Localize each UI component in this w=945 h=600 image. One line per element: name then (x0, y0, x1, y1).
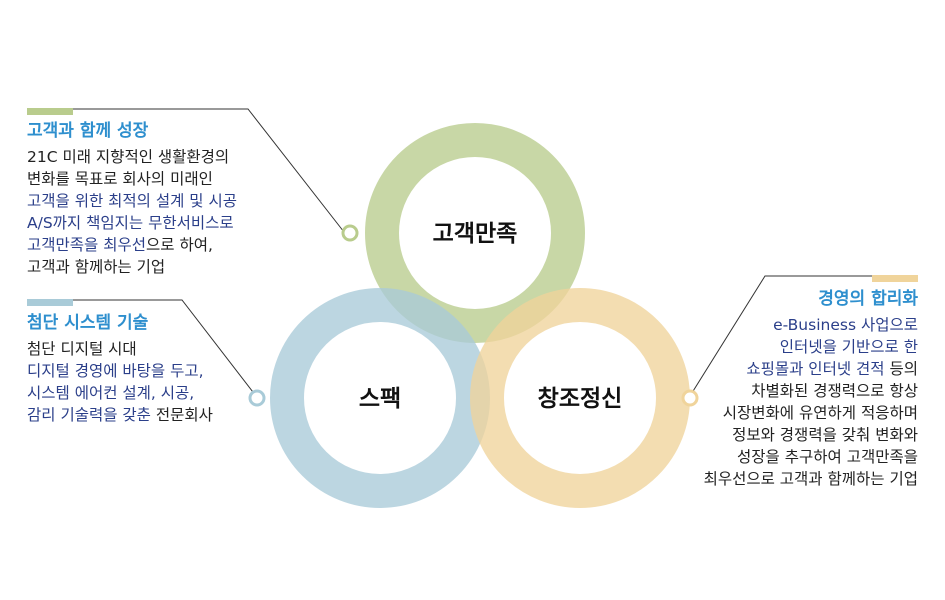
block-line: 변화를 목표로 회사의 미래인 (27, 168, 237, 190)
line-segment: 디지털 경영에 바탕을 두고, (27, 362, 204, 380)
line-segment: 시장변화에 유연하게 적응하며 (722, 404, 918, 422)
line-segment: 쇼핑몰과 인터넷 견적 (746, 360, 890, 378)
block-line: 감리 기술력을 갖춘 전문회사 (27, 404, 213, 426)
line-segment: 전문회사 (155, 406, 213, 424)
block-line: 차별화된 경쟁력으로 항상 (704, 380, 918, 402)
block-line: A/S까지 책임지는 무한서비스로 (27, 212, 237, 234)
line-segment: 최우선으로 고객과 함께하는 기업 (703, 470, 918, 488)
block-line: 고객을 위한 최적의 설계 및 시공 (27, 190, 237, 212)
block-line: 정보와 경쟁력을 갖춰 변화와 (704, 424, 918, 446)
block-line: 21C 미래 지향적인 생활환경의 (27, 146, 237, 168)
line-segment: 등의 (889, 360, 918, 378)
connector-right (689, 275, 918, 397)
circle-label-top: 고객만족 (433, 221, 518, 247)
line-segment: 변화를 목표로 회사의 미래인 (27, 170, 213, 188)
rings-group (270, 123, 690, 508)
block-line: e-Business 사업으로 (704, 314, 918, 336)
line-segment: 인터넷을 기반으로 한 (779, 338, 918, 356)
accent-bar-right (872, 275, 918, 282)
circle-right-ring (470, 288, 690, 508)
circle-top-ring (365, 123, 585, 343)
block-line: 시장변화에 유연하게 적응하며 (704, 402, 918, 424)
block-title: 첨단 시스템 기술 (27, 313, 149, 333)
node-right (681, 389, 699, 407)
block-line: 고객과 함께하는 기업 (27, 256, 237, 278)
circle-label-left: 스팩 (359, 386, 401, 412)
line-segment: 정보와 경쟁력을 갖춰 변화와 (732, 426, 918, 444)
block-line: 디지털 경영에 바탕을 두고, (27, 360, 213, 382)
line-segment: A/S까지 책임지는 무한서비스로 (27, 214, 234, 232)
line-segment: 차별화된 경쟁력으로 항상 (751, 382, 918, 400)
connector-left-bottom (27, 299, 257, 397)
block-line: 인터넷을 기반으로 한 (704, 336, 918, 358)
block-line: 최우선으로 고객과 함께하는 기업 (704, 468, 918, 490)
accent-bar-left-top (27, 108, 73, 115)
block-line: 쇼핑몰과 인터넷 견적 등의 (704, 358, 918, 380)
line-segment: e-Business 사업으로 (773, 316, 918, 334)
block-line: 고객만족을 최우선으로 하여, (27, 234, 237, 256)
block-line: 시스템 에어컨 설계, 시공, (27, 382, 213, 404)
block-title: 고객과 함께 성장 (27, 121, 149, 141)
accent-bar-left-bottom (27, 299, 73, 306)
line-segment: 감리 기술력을 갖춘 (27, 406, 156, 424)
line-segment: 시스템 에어컨 설계, 시공, (27, 384, 195, 402)
line-segment: 성장을 추구하여 고객만족을 (737, 448, 918, 466)
connector-lines (27, 108, 918, 397)
connector-left-top (27, 108, 345, 233)
line-segment: 21C 미래 지향적인 생활환경의 (27, 148, 230, 166)
line-segment: 고객을 위한 최적의 설계 및 시공 (27, 192, 238, 210)
block-title: 경영의 합리화 (818, 289, 918, 309)
connector-nodes (248, 224, 699, 407)
line-segment: 고객만족을 최우선 (27, 236, 147, 254)
line-segment: 첨단 디지털 시대 (27, 340, 137, 358)
block-line: 성장을 추구하여 고객만족을 (704, 446, 918, 468)
node-top (341, 224, 359, 242)
line-segment: 고객과 함께하는 기업 (27, 258, 166, 276)
line-segment: 으로 하여, (146, 236, 213, 254)
circle-label-right: 창조정신 (538, 386, 623, 412)
block-line: 첨단 디지털 시대 (27, 338, 213, 360)
node-left (248, 389, 266, 407)
